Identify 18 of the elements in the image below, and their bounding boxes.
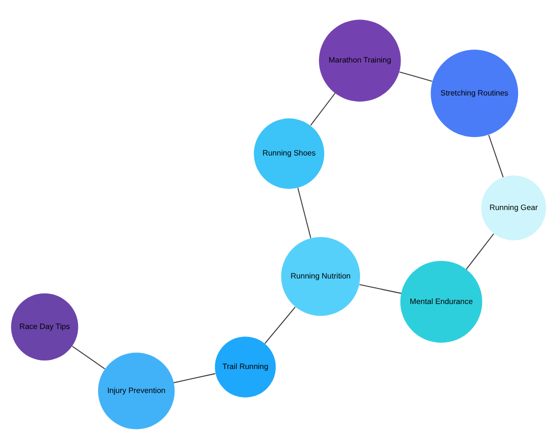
connector <box>359 284 402 294</box>
node-circle: Mental Endurance <box>400 260 482 342</box>
node-circle: Race Day Tips <box>11 292 78 360</box>
node-circle: Running Gear <box>481 174 546 240</box>
connector <box>173 372 216 383</box>
node-circle: Marathon Training <box>318 19 401 102</box>
connector <box>264 306 296 344</box>
node-circle: Injury Prevention <box>98 352 175 429</box>
connector <box>297 186 312 238</box>
node-circle: Running Shoes <box>254 118 324 188</box>
connector <box>466 232 494 270</box>
connector <box>310 92 336 126</box>
connector <box>398 70 433 82</box>
connector <box>488 134 504 178</box>
node-circle: Trail Running <box>214 336 276 397</box>
connector <box>72 345 106 369</box>
node-circle: Running Nutrition <box>281 236 360 316</box>
node-circle: Stretching Routines <box>430 49 518 137</box>
